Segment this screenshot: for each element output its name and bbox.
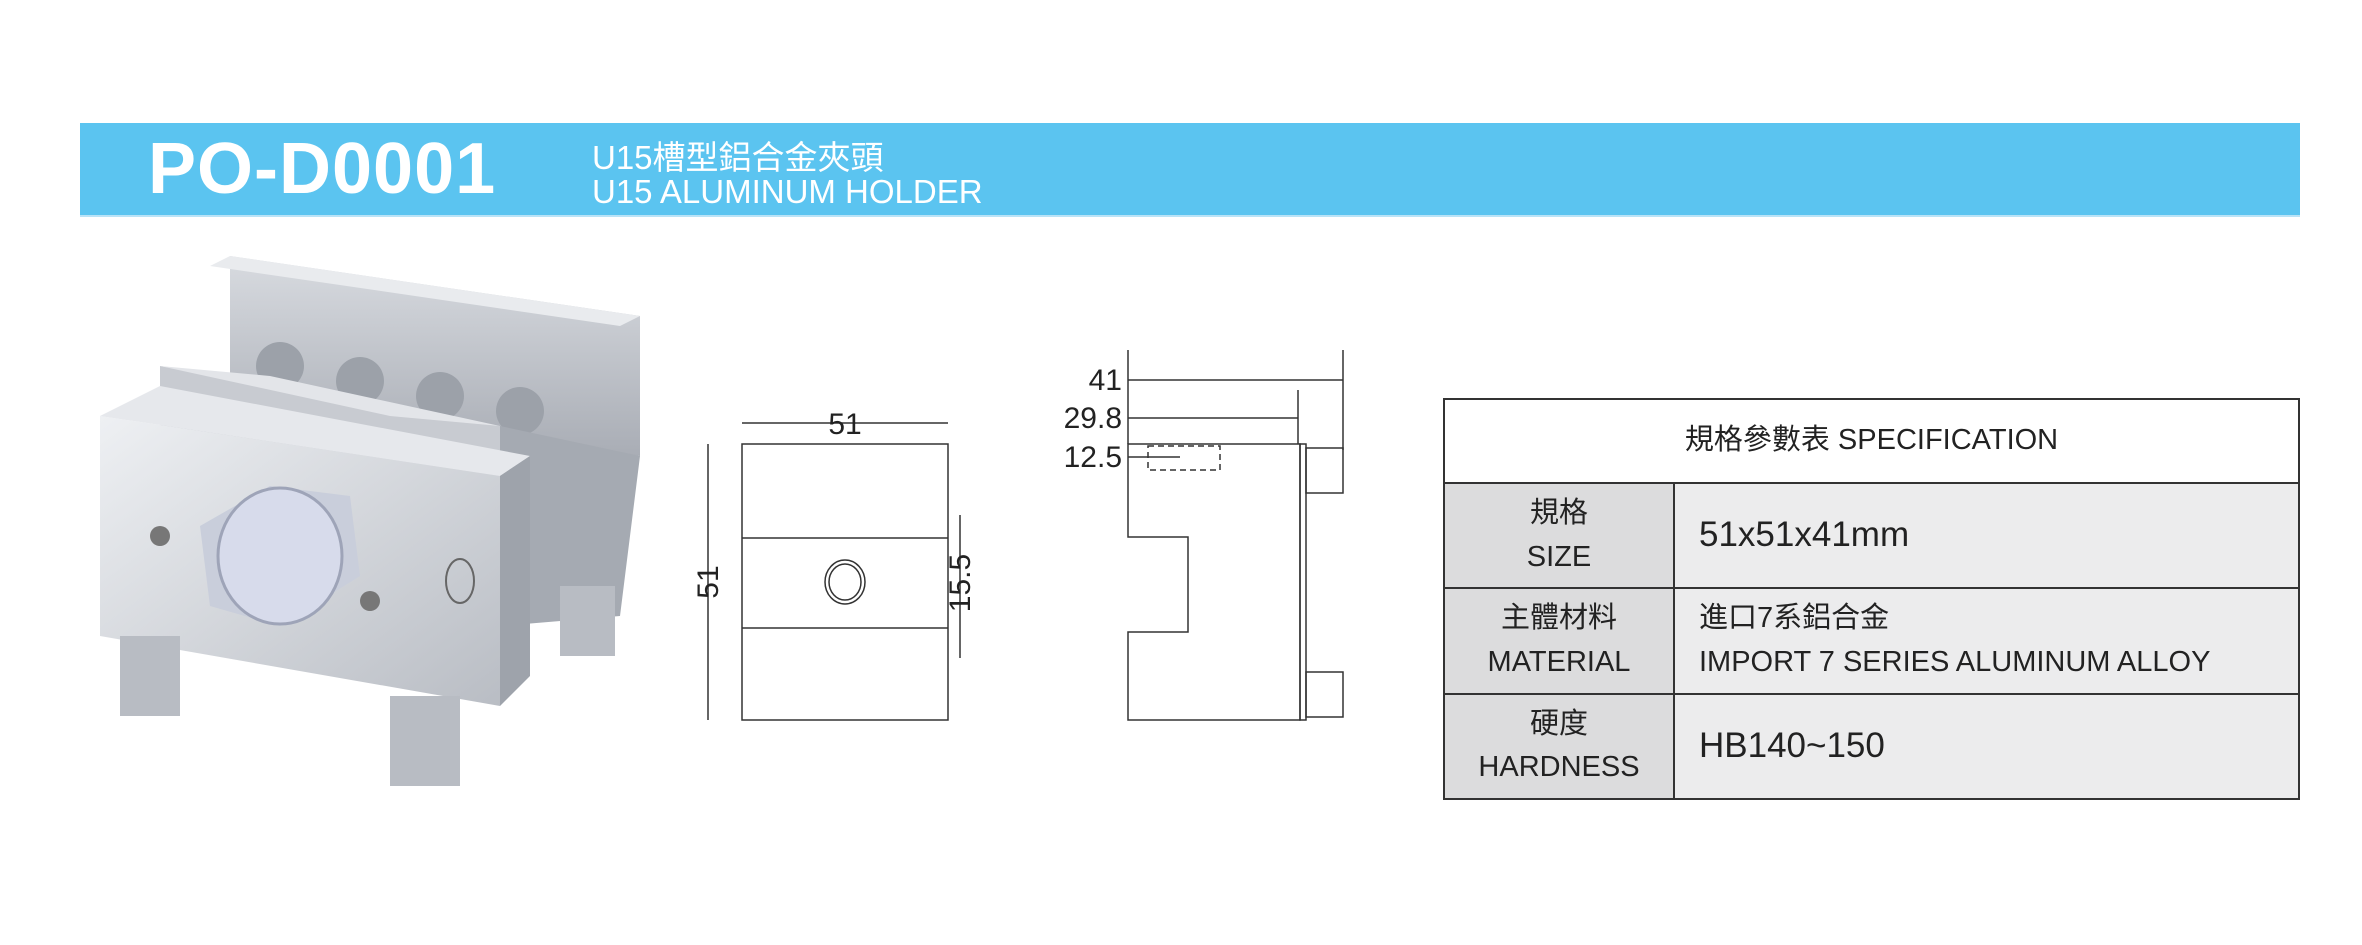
title-banner — [80, 123, 2300, 217]
dim-side-pin: 12.5 — [1064, 441, 1122, 474]
label-en: MATERIAL — [1487, 645, 1631, 678]
product-code: PO-D0001 — [148, 129, 497, 209]
product-title-zh: U15槽型鋁合金夾頭 — [592, 139, 884, 176]
label-en: HARDNESS — [1478, 751, 1640, 784]
side-view — [1127, 350, 1344, 721]
label-zh: 規格 — [1529, 497, 1588, 530]
spec-row-material: 主體材料 MATERIAL 進口7系鋁合金 IMPORT 7 SERIES ALUM… — [1443, 587, 2300, 695]
pofi-logo — [445, 558, 475, 604]
label-zh: 主體材料 — [1500, 602, 1617, 635]
spec-table: 規格參數表 SPECIFICATION 規格 SIZE 51x51x41mm 主體… — [1443, 398, 2300, 801]
value: IMPORT 7 SERIES ALUMINUM ALLOY — [1699, 645, 2211, 678]
dim-front-width: 51 — [828, 408, 861, 441]
spec-title: 規格參數表 SPECIFICATION — [1443, 398, 2300, 484]
label-zh: 硬度 — [1529, 707, 1588, 740]
label-en: SIZE — [1526, 540, 1592, 573]
value: 51x51x41mm — [1673, 481, 2300, 590]
product-photo — [100, 256, 640, 786]
front-view — [707, 422, 961, 721]
spec-row-hardness: 硬度 HARDNESS HB140~150 — [1443, 692, 2300, 801]
value: HB140~150 — [1673, 692, 2300, 801]
dim-front-height: 51 — [692, 565, 725, 598]
dim-side-total: 41 — [1089, 364, 1122, 397]
product-title-en: U15 ALUMINUM HOLDER — [592, 173, 983, 210]
value-zh: 進口7系鋁合金 — [1699, 602, 1890, 635]
technical-drawing: 51 51 15.5 41 29.8 12.5 — [692, 350, 1344, 721]
spec-row-size: 規格 SIZE 51x51x41mm — [1443, 481, 2300, 590]
dim-side-body: 29.8 — [1064, 402, 1122, 435]
dim-slot: 15.5 — [944, 554, 977, 612]
